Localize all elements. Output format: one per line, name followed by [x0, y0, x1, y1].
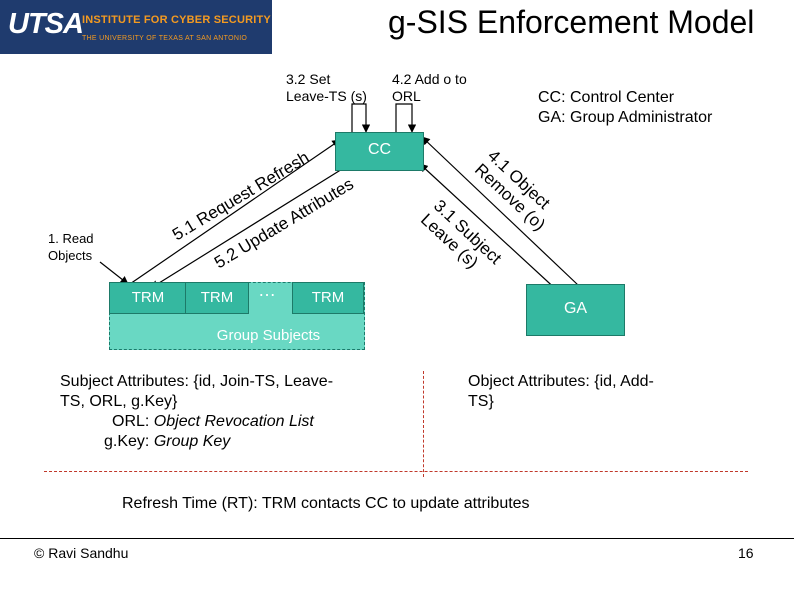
- add-o-orl-arrow: [395, 103, 417, 133]
- trm-ellipsis: …: [258, 280, 276, 300]
- utsa-logo: [0, 0, 272, 54]
- group-subjects-label: Group Subjects: [216, 327, 321, 344]
- ga-node: GA: [526, 284, 625, 336]
- trm-node-3: TRM: [292, 282, 364, 314]
- request-refresh-arrow: [126, 139, 341, 287]
- subject-attributes: Subject Attributes: {id, Join-TS, Leave-…: [60, 373, 334, 450]
- logo-university: THE UNIVERSITY OF TEXAS AT SAN ANTONIO: [82, 35, 248, 42]
- set-leave-ts-arrow: [351, 103, 371, 133]
- update-attributes-arrow: [150, 165, 348, 289]
- object-attributes: Object Attributes: {id, Add- TS}: [468, 373, 654, 410]
- separator-horizontal: [44, 471, 748, 472]
- footer-author: © Ravi Sandhu: [34, 545, 129, 561]
- cc-node: CC: [335, 132, 424, 171]
- read-objects-arrow: [99, 261, 129, 285]
- remove-object-arrow: [421, 136, 579, 286]
- separator-vertical: [423, 371, 424, 477]
- footer-rule: [0, 538, 794, 539]
- trm-node-1: TRM: [109, 282, 187, 314]
- slide-title: g-SIS Enforcement Model: [388, 4, 755, 40]
- page-number: 16: [738, 545, 754, 561]
- refresh-note: Refresh Time (RT): TRM contacts CC to up…: [122, 495, 530, 512]
- trm-node-2: TRM: [185, 282, 249, 314]
- logo-institute: INSTITUTE FOR CYBER SECURITY: [82, 14, 271, 26]
- leave-subject-arrow: [419, 163, 561, 294]
- logo-brand: UTSA: [8, 8, 84, 40]
